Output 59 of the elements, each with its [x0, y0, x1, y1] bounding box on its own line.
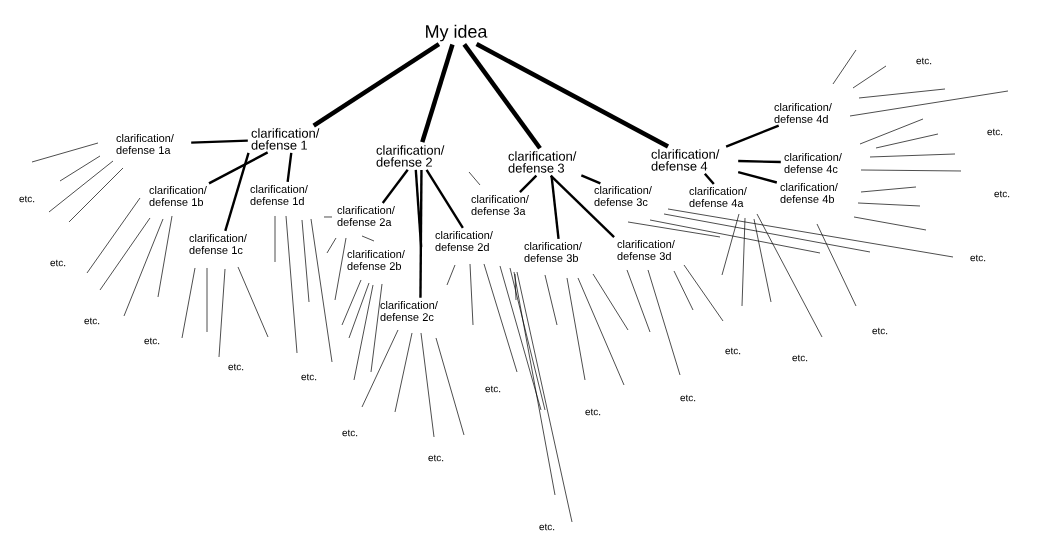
branch-text: clarification/ defense 4 — [651, 149, 720, 171]
branch-text: clarification/ defense 1 — [251, 128, 320, 150]
connector-line — [312, 42, 441, 128]
connector-line — [549, 174, 615, 238]
etc-label: etc. — [84, 317, 100, 325]
etc-label: etc. — [228, 363, 244, 371]
etc-label: etc. — [485, 385, 501, 393]
sub-branch-text: clarification/ defense 4c — [784, 153, 842, 173]
connector-line — [737, 170, 778, 184]
connector-line — [738, 159, 781, 164]
etc-label: etc. — [970, 254, 986, 262]
etc-label: etc. — [792, 354, 808, 362]
sub-branch-text: clarification/ defense 1d — [250, 185, 308, 205]
etc-label: etc. — [725, 347, 741, 355]
connector-line — [420, 43, 455, 143]
etc-label: etc. — [585, 408, 601, 416]
connector-line — [425, 169, 464, 229]
connector-line — [419, 169, 423, 298]
sub-branch-text: clarification/ defense 3d — [617, 240, 675, 260]
root-idea-text: My idea — [426, 24, 488, 42]
sub-branch-text: clarification/ defense 2b — [347, 250, 405, 270]
connector-line — [381, 169, 409, 204]
sub-branch-text: clarification/ defense 2c — [380, 301, 438, 321]
etc-label: etc. — [539, 523, 555, 531]
sub-branch-text: clarification/ defense 1a — [116, 134, 174, 154]
connector-line — [475, 42, 670, 149]
etc-label: etc. — [19, 195, 35, 203]
branch-text: clarification/ defense 2 — [376, 145, 445, 167]
connector-line — [550, 175, 560, 239]
etc-label: etc. — [301, 373, 317, 381]
sub-branch-text: clarification/ defense 4a — [689, 187, 747, 207]
sub-branch-text: clarification/ defense 4d — [774, 103, 832, 123]
etc-label: etc. — [50, 259, 66, 267]
etc-label: etc. — [680, 394, 696, 402]
connector-line — [224, 152, 250, 232]
connector-line — [703, 172, 715, 185]
connector-line — [580, 174, 601, 185]
connector-line — [462, 43, 542, 150]
etc-label: etc. — [428, 454, 444, 462]
sub-branch-text: clarification/ defense 2a — [337, 206, 395, 226]
connector-line — [725, 124, 780, 148]
etc-label: etc. — [144, 337, 160, 345]
etc-label: etc. — [916, 57, 932, 65]
sub-branch-text: clarification/ defense 3a — [471, 195, 529, 215]
connector-line — [191, 139, 248, 144]
etc-label: etc. — [872, 327, 888, 335]
connector-line — [208, 151, 269, 185]
sub-branch-text: clarification/ defense 3b — [524, 242, 582, 262]
sub-branch-text: clarification/ defense 3c — [594, 186, 652, 206]
connector-line — [519, 174, 538, 193]
etc-label: etc. — [987, 128, 1003, 136]
sub-branch-text: clarification/ defense 1b — [149, 186, 207, 206]
connector-line — [286, 152, 293, 182]
etc-label: etc. — [342, 429, 358, 437]
sub-branch-text: clarification/ defense 1c — [189, 234, 247, 254]
sub-branch-text: clarification/ defense 4b — [780, 183, 838, 203]
sub-branch-text: clarification/ defense 2d — [435, 231, 493, 251]
etc-label: etc. — [994, 190, 1010, 198]
branch-text: clarification/ defense 3 — [508, 151, 577, 173]
